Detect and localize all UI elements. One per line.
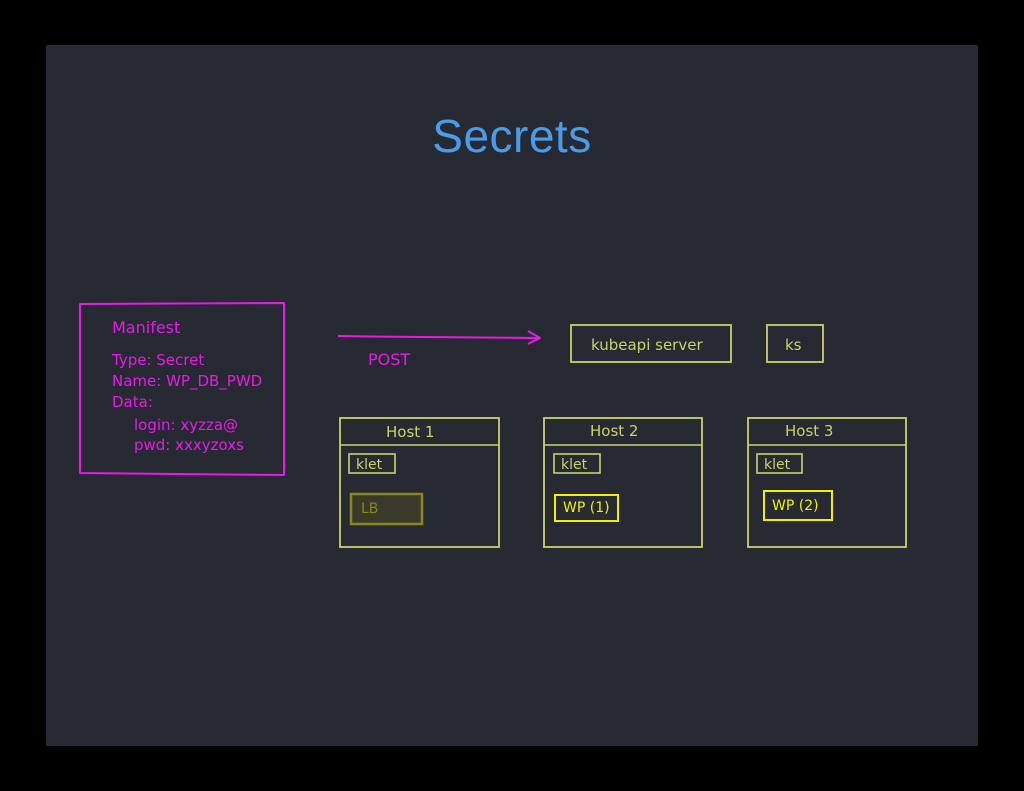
host-2-title: Host 2 (590, 422, 638, 440)
host-2-klet: klet (561, 457, 588, 473)
host-2-box: Host 2 klet WP (1) (543, 417, 703, 548)
manifest-heading: Manifest (112, 318, 180, 337)
host-1-workload-lb: LB (361, 501, 378, 517)
manifest-line-data: Data: (112, 393, 153, 411)
post-label: POST (368, 350, 410, 369)
manifest-line-type: Type: Secret (111, 351, 204, 369)
manifest-line-name: Name: WP_DB_PWD (112, 372, 262, 391)
diagram-canvas: Manifest Type: Secret Name: WP_DB_PWD Da… (79, 302, 907, 548)
host-1-klet: klet (356, 457, 383, 473)
slide: Secrets Manifest Type: Secret Name: WP_D… (46, 45, 978, 746)
host-1-title: Host 1 (386, 423, 434, 441)
kubeapi-server-label: kubeapi server (591, 336, 703, 354)
manifest-box: Manifest Type: Secret Name: WP_DB_PWD Da… (79, 302, 285, 476)
ks-box: ks (766, 324, 824, 363)
host-3-workload-wp2: WP (2) (772, 498, 819, 514)
host-3-title: Host 3 (785, 422, 833, 440)
manifest-line-login: login: xyzza@ (134, 416, 238, 434)
kubeapi-server-box: kubeapi server (570, 324, 732, 363)
slide-title: Secrets (432, 110, 592, 162)
post-arrow: POST (337, 330, 541, 369)
host-2-workload-wp1: WP (1) (563, 500, 610, 516)
manifest-line-pwd: pwd: xxxyzoxs (134, 436, 244, 454)
host-3-box: Host 3 klet WP (2) (747, 417, 907, 548)
ks-label: ks (785, 336, 802, 354)
host-3-klet: klet (764, 457, 791, 473)
host-1-box: Host 1 klet LB (339, 417, 500, 548)
